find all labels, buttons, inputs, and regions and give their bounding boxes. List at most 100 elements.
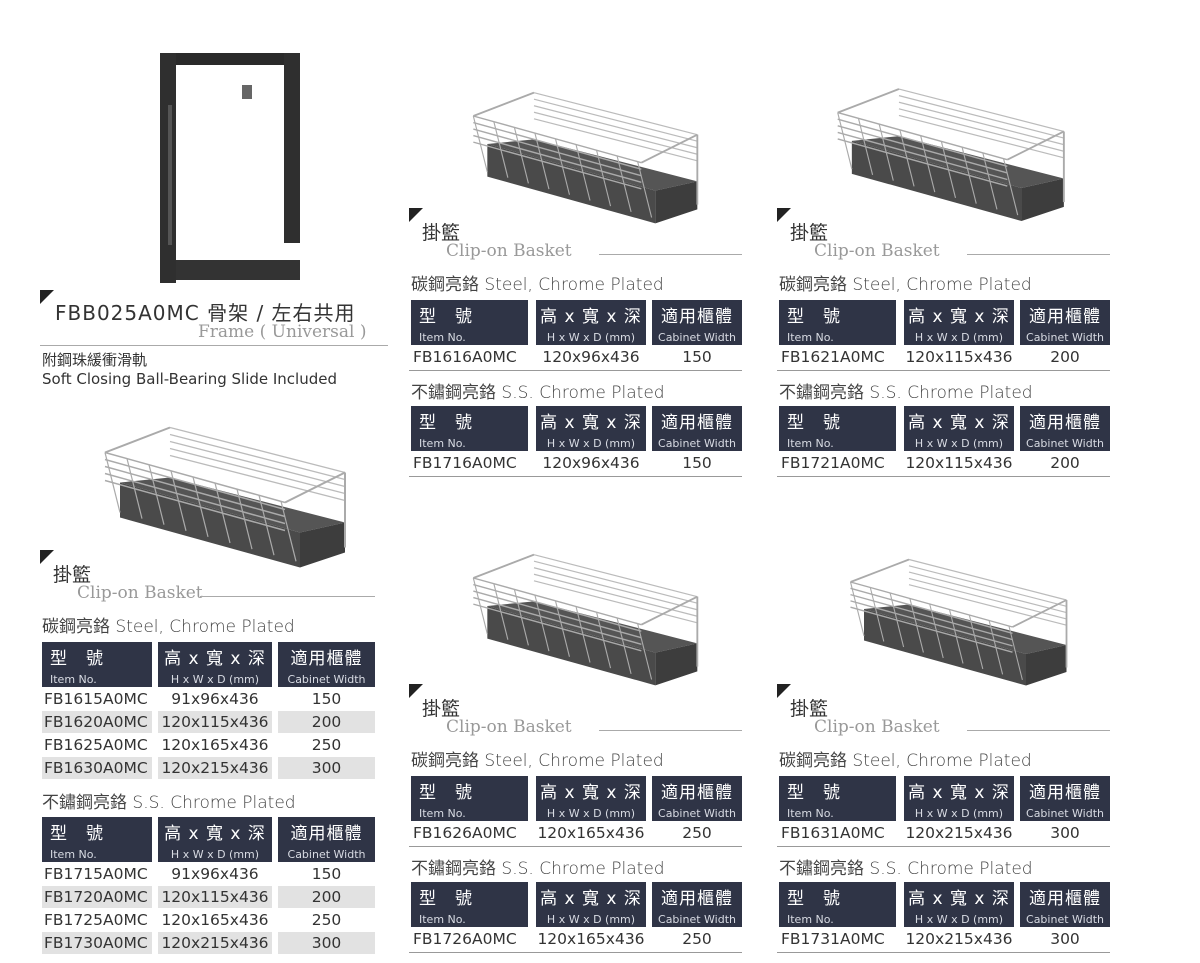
- header-item-no-en: Item No.: [50, 848, 97, 861]
- header-cabinet-width-en: Cabinet Width: [658, 807, 736, 820]
- section-title-en: Clip-on Basket: [446, 241, 572, 261]
- item-no-cell: FB1716A0MC: [413, 454, 517, 472]
- item-no-cell: FB1721A0MC: [781, 454, 885, 472]
- header-cabinet-width-zh: 適用櫃體: [1029, 889, 1101, 909]
- header-cabinet-width-zh: 適用櫃體: [1029, 783, 1101, 803]
- basket-product-image: [849, 558, 1068, 686]
- header-dimensions-en: H x W x D (mm): [170, 848, 260, 861]
- section-marker-icon: [40, 550, 54, 564]
- header-item-no-en: Item No.: [787, 437, 834, 450]
- row-divider: [777, 846, 1110, 847]
- section-title-zh: 掛籃: [790, 222, 829, 244]
- dimensions-cell: 120x115x436: [905, 348, 1013, 366]
- header-dimensions-en: H x W x D (mm): [546, 437, 636, 450]
- cabinet-width-cell: 300: [1050, 930, 1080, 948]
- item-no-cell: FB1625A0MC: [44, 736, 148, 754]
- section-title-en: Clip-on Basket: [814, 717, 940, 737]
- header-cabinet-width-en: Cabinet Width: [287, 848, 366, 861]
- section-marker-icon: [40, 290, 54, 304]
- header-cabinet-width-en: Cabinet Width: [1026, 331, 1104, 344]
- divider: [967, 254, 1110, 255]
- item-no-cell: FB1620A0MC: [42, 711, 152, 733]
- cabinet-width-cell: 250: [311, 911, 342, 929]
- header-item-no-zh: 型 號: [787, 413, 841, 433]
- basket-product-image: [472, 91, 699, 224]
- divider: [967, 730, 1110, 731]
- section-title-zh: 掛籃: [53, 564, 92, 586]
- header-item-no-zh: 型 號: [419, 307, 473, 327]
- header-cabinet-width-en: Cabinet Width: [1026, 437, 1104, 450]
- header-item-no-zh: 型 號: [787, 307, 841, 327]
- item-no-cell: FB1621A0MC: [781, 348, 885, 366]
- dimensions-cell: 120x165x436: [161, 911, 269, 929]
- header-cabinet-width-zh: 適用櫃體: [1029, 307, 1101, 327]
- header-cabinet-width-zh: 適用櫃體: [661, 307, 733, 327]
- steel-label: 碳鋼亮鉻 Steel, Chrome Plated: [779, 275, 1032, 295]
- cabinet-width-cell: 250: [311, 736, 342, 754]
- cabinet-width-cell: 200: [278, 886, 375, 908]
- header-cabinet-width-en: Cabinet Width: [658, 913, 736, 926]
- dimensions-cell: 120x165x436: [537, 824, 645, 842]
- dimensions-cell: 120x115x436: [158, 711, 272, 733]
- frame-note-zh: 附鋼珠緩衝滑軌: [42, 351, 148, 369]
- item-no-cell: FB1731A0MC: [781, 930, 885, 948]
- header-item-no: 型 號 Item No.: [779, 300, 896, 345]
- divider: [599, 254, 742, 255]
- item-no-cell: FB1615A0MC: [44, 690, 148, 708]
- row-divider: [777, 476, 1110, 477]
- section-title-zh: 掛籃: [422, 698, 461, 720]
- steel-label: 碳鋼亮鉻 Steel, Chrome Plated: [779, 751, 1032, 771]
- dimensions-cell: 120x165x436: [537, 930, 645, 948]
- frame-title: FBB025A0MC 骨架 / 左右共用: [55, 301, 356, 325]
- dimensions-cell: 120x96x436: [542, 348, 640, 366]
- header-dimensions-zh: 高 x 寬 x 深: [164, 824, 266, 844]
- header-item-no-zh: 型 號: [419, 413, 473, 433]
- header-dimensions-en: H x W x D (mm): [170, 673, 260, 686]
- steel-label: 碳鋼亮鉻 Steel, Chrome Plated: [42, 617, 295, 637]
- steel-label: 碳鋼亮鉻 Steel, Chrome Plated: [411, 275, 664, 295]
- header-item-no-en: Item No.: [419, 807, 466, 820]
- header-dimensions-en: H x W x D (mm): [546, 913, 636, 926]
- cabinet-width-cell: 200: [278, 711, 375, 733]
- cabinet-width-cell: 300: [278, 932, 375, 954]
- row-divider: [409, 952, 742, 953]
- header-cabinet-width-zh: 適用櫃體: [661, 413, 733, 433]
- header-item-no-en: Item No.: [787, 331, 834, 344]
- ss-label: 不鏽鋼亮鉻 S.S. Chrome Plated: [779, 383, 1033, 403]
- basket-product-image: [104, 426, 346, 568]
- item-no-cell: FB1730A0MC: [42, 932, 152, 954]
- header-dimensions: 高 x 寬 x 深 H x W x D (mm): [536, 406, 646, 451]
- section-marker-icon: [777, 684, 791, 698]
- header-item-no-en: Item No.: [787, 913, 834, 926]
- steel-label: 碳鋼亮鉻 Steel, Chrome Plated: [411, 751, 664, 771]
- header-item-no: 型 號 Item No.: [779, 406, 896, 451]
- header-item-no-zh: 型 號: [419, 783, 473, 803]
- item-no-cell: FB1630A0MC: [42, 757, 152, 779]
- dimensions-cell: 120x165x436: [161, 736, 269, 754]
- header-item-no: 型 號 Item No.: [42, 817, 152, 862]
- frame-subtitle: Frame ( Universal ): [198, 322, 367, 342]
- header-dimensions-zh: 高 x 寬 x 深: [908, 783, 1010, 803]
- header-dimensions: 高 x 寬 x 深 H x W x D (mm): [904, 776, 1014, 821]
- dimensions-cell: 91x96x436: [171, 690, 259, 708]
- header-item-no-zh: 型 號: [50, 824, 104, 844]
- header-cabinet-width-en: Cabinet Width: [287, 673, 366, 686]
- header-dimensions-en: H x W x D (mm): [914, 807, 1004, 820]
- item-no-cell: FB1725A0MC: [44, 911, 148, 929]
- header-dimensions-zh: 高 x 寬 x 深: [540, 413, 642, 433]
- item-no-cell: FB1720A0MC: [42, 886, 152, 908]
- dimensions-cell: 120x96x436: [542, 454, 640, 472]
